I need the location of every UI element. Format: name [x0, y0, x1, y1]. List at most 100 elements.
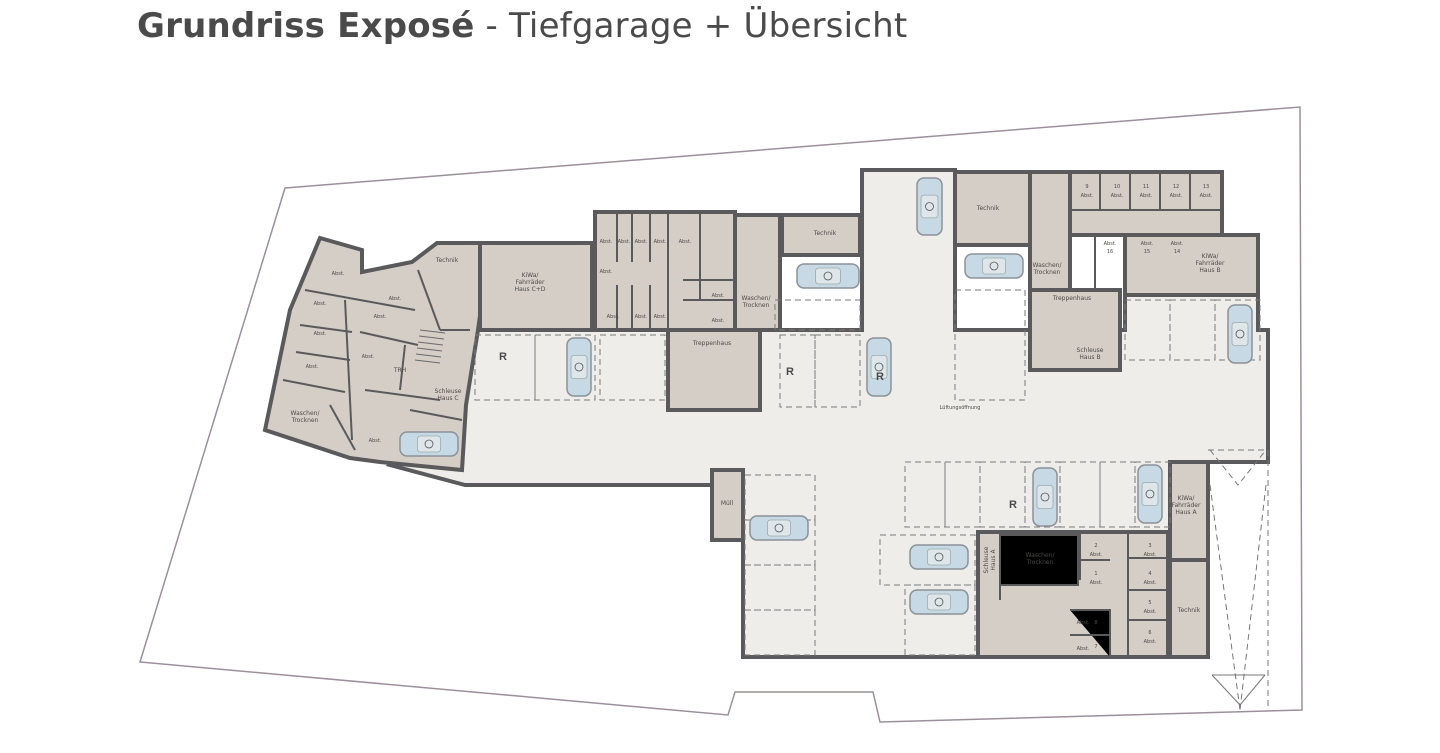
- title-bold: Grundriss Exposé: [137, 6, 475, 46]
- parking-space: [774, 299, 861, 331]
- storage-walls-c: [616, 212, 735, 330]
- car-icon: [796, 263, 860, 289]
- storage-label: Abst.: [712, 318, 725, 324]
- label-lueftung: Lüftungsöffnung: [940, 405, 981, 411]
- left-wing-rooms: [262, 235, 493, 473]
- cars: [399, 177, 1253, 615]
- label-waschen-a: Waschen/Trocknen: [1026, 552, 1056, 566]
- parking-space: [979, 461, 1026, 528]
- left-wing-walls: [282, 269, 470, 451]
- label-waschen-c: Waschen/Trocknen: [742, 295, 772, 309]
- staircase-left: [414, 329, 446, 364]
- storage-label: Abst.: [712, 293, 725, 299]
- site-boundary: [139, 106, 1303, 723]
- storage-label: Abst.: [635, 239, 648, 245]
- parking-space: [904, 584, 976, 656]
- label-waschen-left: Waschen/Trocknen: [291, 410, 321, 424]
- svg-text:7: 7: [1094, 644, 1097, 650]
- reserved-marker: R: [499, 351, 507, 363]
- storage-label: Abst.: [600, 239, 613, 245]
- storage-label: Abst.: [1200, 193, 1213, 199]
- svg-text:2: 2: [1094, 543, 1097, 549]
- car-icon: [1227, 304, 1253, 364]
- room-kiwa-haus-cd: [478, 241, 594, 332]
- storage-label: Abst.: [1144, 552, 1157, 558]
- storage-label: Abst.: [1170, 193, 1183, 199]
- parking-space: [779, 334, 816, 408]
- label-muell: Müll: [721, 500, 734, 507]
- page-title: Grundriss Exposé - Tiefgarage + Übersich…: [137, 6, 907, 46]
- parking-space: [904, 461, 946, 528]
- storage-label: Abst.: [314, 331, 327, 337]
- room-muell: [710, 468, 745, 542]
- storage-label: Abst.: [389, 296, 402, 302]
- storage-label: Abst.: [618, 239, 631, 245]
- svg-text:15: 15: [1144, 249, 1150, 255]
- room-technik-a: [1168, 558, 1210, 659]
- room-treppenhaus-c: [666, 328, 762, 412]
- storage-label: Abst.: [1144, 580, 1157, 586]
- storage-house-b: 9 10 11 12 13 14 15 16: [1085, 184, 1209, 255]
- svg-text:8: 8: [1094, 620, 1097, 626]
- room-technik-c: [780, 213, 862, 257]
- storage-label: Abst.: [600, 269, 613, 275]
- storage-label: Abst.: [607, 314, 620, 320]
- parking-space: [599, 334, 666, 401]
- label-treppenhaus-b: Treppenhaus: [1052, 295, 1091, 302]
- reserved-marker: R: [876, 371, 884, 383]
- svg-text:16: 16: [1107, 249, 1113, 255]
- storage-label: Abst.: [679, 239, 692, 245]
- storage-label: Abst.: [1077, 646, 1090, 652]
- svg-text:11: 11: [1143, 184, 1149, 190]
- svg-text:13: 13: [1203, 184, 1209, 190]
- label-treppenhaus-c: Treppenhaus: [692, 340, 731, 347]
- label-schleuse-a: SchleuseHaus A: [983, 546, 997, 573]
- storage-house-a: 1 2 3 4 5 6 7 8: [1094, 543, 1151, 650]
- storage-label: Abst.: [635, 314, 648, 320]
- storage-label: Abst.: [1104, 241, 1117, 247]
- car-icon: [909, 589, 969, 615]
- label-technik-b: Technik: [976, 205, 1000, 212]
- storage-label: Abst.: [1141, 241, 1154, 247]
- room-kiwa-haus-b: [1123, 233, 1260, 297]
- storage-block-b: [1068, 170, 1224, 237]
- car-icon: [909, 544, 969, 570]
- storage-label: Abst.: [1081, 193, 1094, 199]
- car-icon: [866, 337, 892, 397]
- house-a-walls: [999, 532, 1168, 657]
- car-icon: [399, 431, 459, 457]
- svg-text:12: 12: [1173, 184, 1179, 190]
- storage-label: Abst.: [1144, 609, 1157, 615]
- storage-label: Abst.: [306, 364, 319, 370]
- storage-label: Abst.: [654, 314, 667, 320]
- parking-space: [534, 334, 596, 401]
- storage-label: Abst.: [1144, 639, 1157, 645]
- storage-label: Abst.: [1171, 241, 1184, 247]
- room-kiwa-haus-a: [1168, 460, 1210, 562]
- car-icon: [964, 253, 1024, 279]
- parking-space: [1214, 299, 1261, 361]
- label-technik-left: Technik: [435, 257, 459, 264]
- storage-labels: Abst. Abst. Abst. Abst. Abst. Abst. Abst. Abst.…: [306, 193, 1213, 652]
- car-icon: [749, 515, 809, 541]
- label-technik-a: Technik: [1177, 607, 1201, 614]
- car-icon: [1137, 464, 1163, 524]
- parking-space: [744, 609, 816, 656]
- storage-label: Abst.: [1140, 193, 1153, 199]
- storage-label: Abst.: [314, 301, 327, 307]
- label-waschen-b: Waschen/Trocknen: [1033, 262, 1063, 276]
- storage-label: Abst.: [369, 438, 382, 444]
- car-icon: [916, 177, 943, 236]
- reserved-marker: R: [1009, 499, 1017, 511]
- room-treppenhaus-b: [1028, 288, 1122, 372]
- storage-label: Abst.: [332, 271, 345, 277]
- parking-space: [474, 334, 536, 401]
- parking-space: [1059, 461, 1101, 528]
- svg-text:14: 14: [1174, 249, 1180, 255]
- storage-label: Abst.: [374, 314, 387, 320]
